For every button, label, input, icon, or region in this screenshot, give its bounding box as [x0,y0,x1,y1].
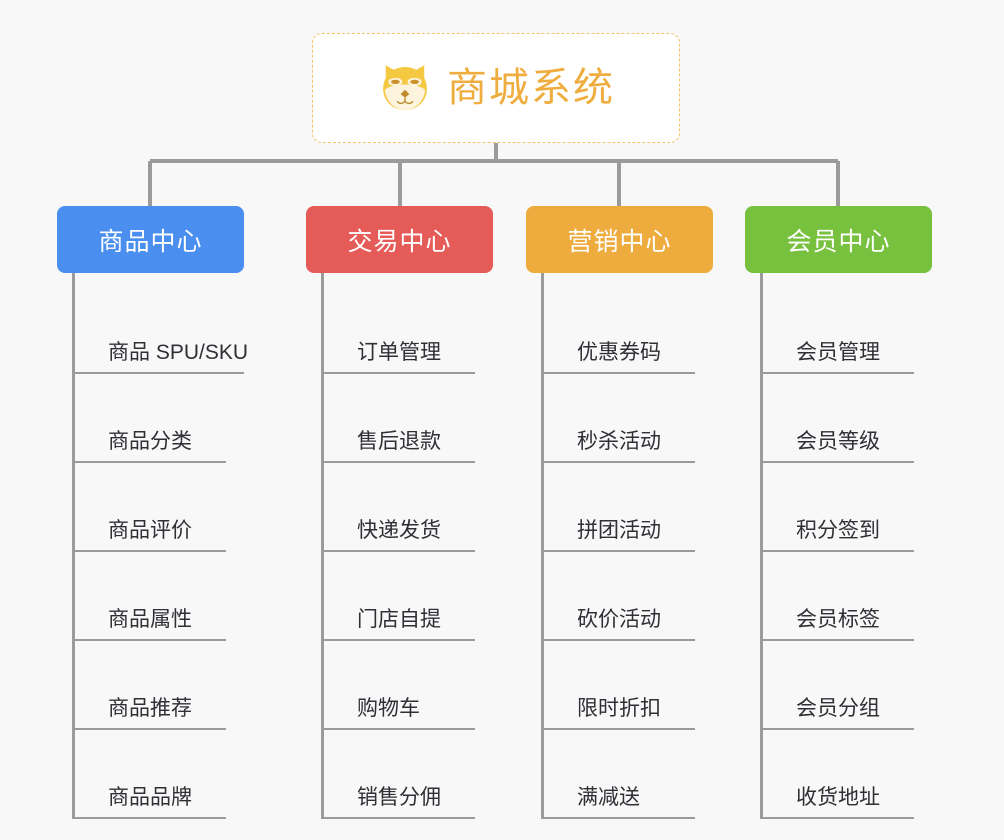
leaf-label: 限时折扣 [577,698,695,730]
leaf-label: 销售分佣 [357,787,475,819]
branch-header-label: 营销中心 [567,227,672,256]
leaf-list-trade: 订单管理 售后退款 快递发货 门店自提 购物车 销售分佣 [321,273,493,819]
leaf-item[interactable]: 满减送 [544,730,713,819]
branch-header-member[interactable]: 会员中心 [745,206,932,273]
leaf-item[interactable]: 商品属性 [75,552,244,641]
leaf-item[interactable]: 快递发货 [324,463,493,552]
branch-header-label: 交易中心 [347,227,452,256]
branch-column-product: 商品中心 商品 SPU/SKU 商品分类 商品评价 商品属性 商品推荐 商品品牌 [57,206,248,819]
leaf-item[interactable]: 拼团活动 [544,463,713,552]
leaf-label: 会员标签 [796,609,914,641]
leaf-label: 商品推荐 [108,698,226,730]
leaf-item[interactable]: 砍价活动 [544,552,713,641]
branch-header-marketing[interactable]: 营销中心 [526,206,713,273]
shiba-dog-face-icon [383,65,427,110]
leaf-item[interactable]: 商品分类 [75,374,244,463]
branch-header-label: 商品中心 [98,227,203,256]
root-node[interactable]: 商城系统 [312,33,680,143]
leaf-label: 会员等级 [796,431,914,463]
leaf-label: 会员管理 [796,342,914,374]
leaf-label: 拼团活动 [577,520,695,552]
leaf-item[interactable]: 商品评价 [75,463,244,552]
leaf-item[interactable]: 秒杀活动 [544,374,713,463]
root-title: 商城系统 [447,66,615,110]
leaf-label: 商品品牌 [108,787,226,819]
leaf-label: 商品属性 [108,609,226,641]
branch-column-member: 会员中心 会员管理 会员等级 积分签到 会员标签 会员分组 收货地址 [745,206,932,819]
leaf-item[interactable]: 优惠券码 [544,285,713,374]
leaf-item[interactable]: 售后退款 [324,374,493,463]
leaf-item[interactable]: 限时折扣 [544,641,713,730]
leaf-list-member: 会员管理 会员等级 积分签到 会员标签 会员分组 收货地址 [760,273,932,819]
leaf-label: 收货地址 [796,787,914,819]
leaf-item[interactable]: 积分签到 [763,463,932,552]
leaf-item[interactable]: 商品推荐 [75,641,244,730]
leaf-label: 优惠券码 [577,342,695,374]
leaf-label: 商品评价 [108,520,226,552]
leaf-label: 商品分类 [108,431,226,463]
leaf-item[interactable]: 会员等级 [763,374,932,463]
leaf-label: 积分签到 [796,520,914,552]
leaf-item[interactable]: 销售分佣 [324,730,493,819]
leaf-item[interactable]: 收货地址 [763,730,932,819]
branch-header-label: 会员中心 [786,227,891,256]
leaf-label: 秒杀活动 [577,431,695,463]
leaf-label: 购物车 [357,698,475,730]
leaf-item[interactable]: 会员分组 [763,641,932,730]
branch-column-trade: 交易中心 订单管理 售后退款 快递发货 门店自提 购物车 销售分佣 [306,206,493,819]
leaf-label: 会员分组 [796,698,914,730]
branch-header-product[interactable]: 商品中心 [57,206,244,273]
leaf-item[interactable]: 门店自提 [324,552,493,641]
leaf-label: 售后退款 [357,431,475,463]
leaf-item[interactable]: 订单管理 [324,285,493,374]
leaf-label: 砍价活动 [577,609,695,641]
leaf-label: 满减送 [577,787,695,819]
leaf-label: 订单管理 [357,342,475,374]
leaf-item[interactable]: 商品 SPU/SKU [75,285,248,374]
leaf-list-marketing: 优惠券码 秒杀活动 拼团活动 砍价活动 限时折扣 满减送 [541,273,713,819]
branch-column-marketing: 营销中心 优惠券码 秒杀活动 拼团活动 砍价活动 限时折扣 满减送 [526,206,713,819]
branch-header-trade[interactable]: 交易中心 [306,206,493,273]
leaf-label: 门店自提 [357,609,475,641]
leaf-item[interactable]: 商品品牌 [75,730,244,819]
leaf-item[interactable]: 会员管理 [763,285,932,374]
leaf-label: 商品 SPU/SKU [108,342,248,374]
leaf-list-product: 商品 SPU/SKU 商品分类 商品评价 商品属性 商品推荐 商品品牌 [72,273,248,819]
leaf-label: 快递发货 [357,520,475,552]
leaf-item[interactable]: 购物车 [324,641,493,730]
leaf-item[interactable]: 会员标签 [763,552,932,641]
